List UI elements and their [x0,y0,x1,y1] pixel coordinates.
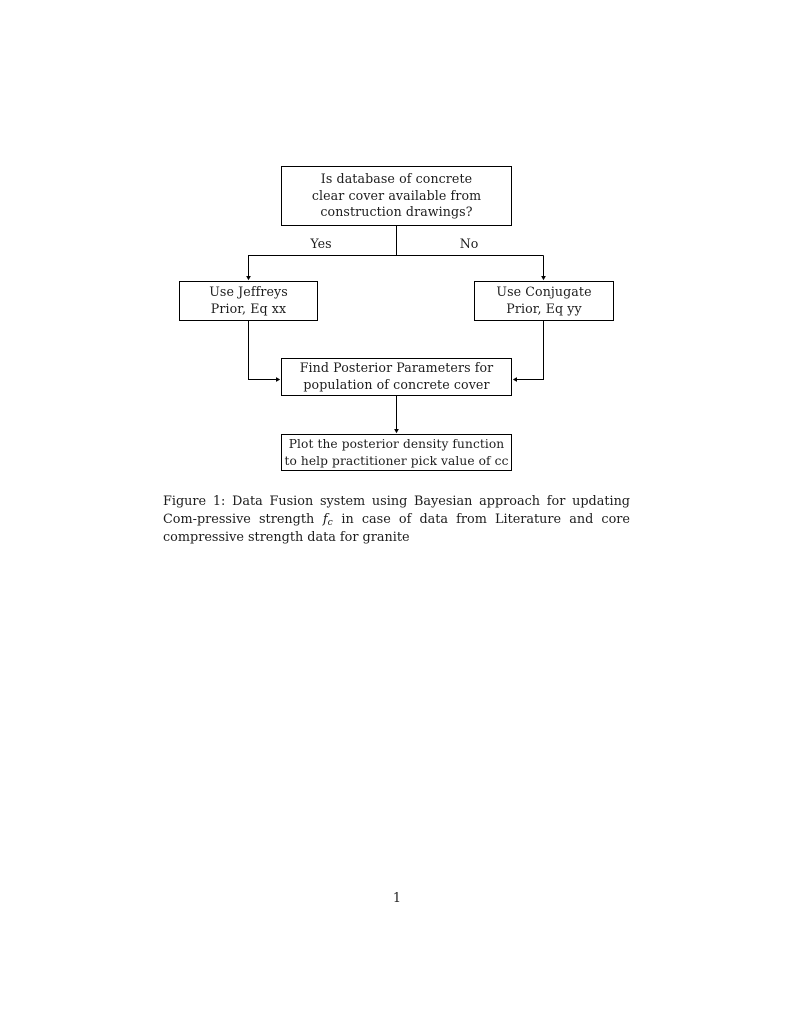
edge-label-yes: Yes [310,236,332,251]
figure-caption-text-part-1: Data Fusion system using Bayesian approa… [163,494,630,528]
flow-node-question: Is database of concrete clear cover avai… [281,166,512,226]
flow-node-conjugate-line-2: Prior, Eq yy [506,301,582,316]
page-number: 1 [392,891,402,906]
flow-node-plot-line-2: to help practitioner pick value of cc [284,453,509,468]
figure-caption-label: Figure 1: [163,494,226,509]
flow-node-jeffreys-line-1: Use Jeffreys [209,284,288,300]
flow-node-question-line-3: construction drawings? [320,204,473,220]
flow-node-question-line-2: clear cover available from [311,187,482,203]
flow-node-jeffreys-line-2: Prior, Eq xx [210,301,287,316]
flow-node-conjugate-prior: Use Conjugate Prior, Eq yy [474,281,614,321]
figure-1-flowchart: Is database of concrete clear cover avai… [0,0,794,490]
flow-node-question-line-1: Is database of concrete [320,171,473,187]
flow-node-posterior-line-2: population of concrete cover [303,377,490,392]
flow-node-conjugate-line-1: Use Conjugate [496,284,592,300]
math-symbol-f: f [322,512,328,528]
figure-caption: Figure 1: Data Fusion system using Bayes… [163,493,630,547]
figure-caption-math-fc: fc [322,512,333,529]
edge-label-no: No [459,236,479,251]
flow-node-plot-posterior: Plot the posterior density function to h… [281,434,512,471]
edge-jeffreys-to-posterior [248,321,281,383]
flow-node-find-posterior: Find Posterior Parameters for population… [281,358,512,396]
figure-caption-text-part-2: in case of data from Literature and core… [163,512,630,546]
flowchart-connectors [245,226,546,434]
flow-node-jeffreys-prior: Use Jeffreys Prior, Eq xx [179,281,318,321]
math-subscript-c: c [327,517,333,529]
flow-node-plot-line-1: Plot the posterior density function [288,437,505,452]
edge-conjugate-to-posterior [512,321,544,382]
flow-node-posterior-line-1: Find Posterior Parameters for [299,360,494,376]
